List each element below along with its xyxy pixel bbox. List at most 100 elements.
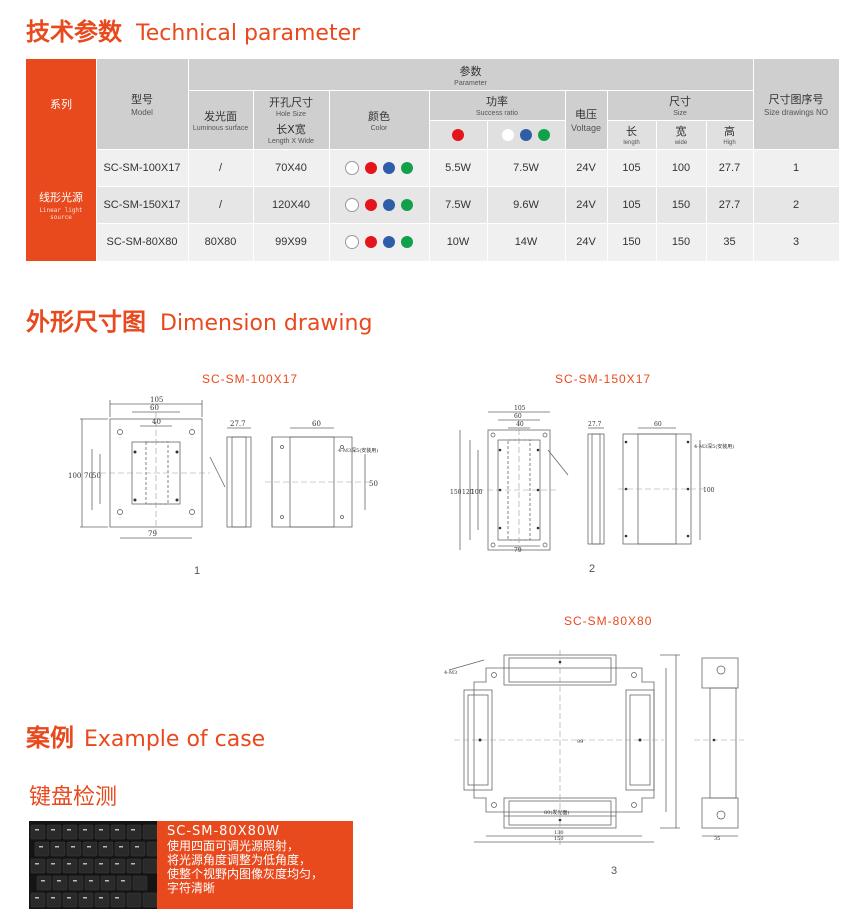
model-text: SC-SM-150X17 xyxy=(103,198,181,211)
dim-text: 120 xyxy=(462,489,474,496)
cell-wide: 100 xyxy=(656,149,706,186)
header-wide-en: wide xyxy=(674,140,688,146)
dim-text: 27.7 xyxy=(230,420,246,428)
power-red-text: 10W xyxy=(446,236,470,248)
cell-model: SC-SM-150X17 xyxy=(96,186,188,223)
cell-voltage: 24V xyxy=(565,186,607,223)
table-divider xyxy=(96,59,97,261)
header-series: 系列 xyxy=(26,59,96,149)
wide-text: 100 xyxy=(671,161,691,174)
blue-dot-icon xyxy=(383,236,395,248)
header-color-en: Color xyxy=(370,124,388,132)
table-divider xyxy=(487,120,488,261)
dim-text: 105 xyxy=(514,405,526,412)
header-hole-sub-en: Length X Wide xyxy=(268,138,314,145)
dim-text: 100 xyxy=(68,472,81,480)
hole-text: 120X40 xyxy=(272,198,310,211)
header-drawing-no: 尺寸图序号 Size drawings NO xyxy=(753,59,839,149)
cell-power-red: 10W xyxy=(429,223,487,261)
cell-colors xyxy=(329,149,429,186)
cell-colors xyxy=(329,186,429,223)
hole-text: 99X99 xyxy=(275,236,307,248)
white-dot-icon xyxy=(345,197,359,212)
header-hole-size: 开孔尺寸 Hole Size 长X宽 Length X Wide xyxy=(253,90,329,149)
header-parameter-en: Parameter xyxy=(454,79,487,87)
dim-text: 100 xyxy=(703,487,715,494)
green-dot-icon xyxy=(401,161,413,174)
table-divider xyxy=(429,90,430,261)
section-title-cn: 技术参数 xyxy=(26,18,122,46)
header-size-cn: 尺寸 xyxy=(669,95,691,108)
header-power-wbg xyxy=(487,120,565,149)
header-length-en: length xyxy=(623,140,640,146)
case-line: 使整个视野内图像灰度均匀， xyxy=(167,867,324,881)
cell-hole: 120X40 xyxy=(253,186,329,223)
dim-text: 99 xyxy=(577,739,583,745)
table-divider xyxy=(96,149,839,150)
cell-length: 150 xyxy=(607,223,656,261)
cell-wide: 150 xyxy=(656,223,706,261)
case-line: 字符清晰 xyxy=(167,881,216,895)
header-voltage: 电压 Voltage xyxy=(565,90,607,149)
header-size-length: 长 length xyxy=(607,120,656,149)
voltage-text: 24V xyxy=(576,236,596,248)
dim-text: 130 xyxy=(554,830,564,836)
blue-dot-icon xyxy=(383,198,395,211)
drawing-3-number: 3 xyxy=(611,865,618,877)
header-hole-sub-cn: 长X宽 xyxy=(276,123,306,136)
table-divider xyxy=(329,90,330,261)
power-other-text: 9.6W xyxy=(513,198,539,211)
section-title-en: Technical parameter xyxy=(136,21,361,46)
red-dot-icon xyxy=(365,198,377,211)
dim-text: 35 xyxy=(714,836,720,842)
dimension-drawing-3: 4-M3 99 80(发光面) 130 150 35 xyxy=(444,650,744,845)
table-divider xyxy=(753,59,754,261)
power-red-text: 5.5W xyxy=(445,161,471,174)
dim-text: 150 xyxy=(554,836,564,842)
luminous-text: 80X80 xyxy=(204,236,237,248)
cell-voltage: 24V xyxy=(565,223,607,261)
power-other-text: 14W xyxy=(514,236,538,248)
section-title-en: Dimension drawing xyxy=(160,311,373,336)
dim-text: 50 xyxy=(92,472,101,480)
cell-high: 35 xyxy=(706,223,753,261)
case-model: SC-SM-80X80W xyxy=(167,824,281,839)
dimension-drawing-1: 105 60 40 100 70 50 79 27.7 60 50 4-M3深5… xyxy=(68,396,378,539)
dim-text: 150 xyxy=(450,489,462,496)
luminous-text: / xyxy=(218,198,223,211)
header-hole-en: Hole Size xyxy=(276,111,306,118)
drawing-2-number: 2 xyxy=(589,563,596,575)
parameter-table: 系列 型号 Model 参数 Parameter 尺寸图序号 Size draw… xyxy=(26,59,839,261)
cell-voltage: 24V xyxy=(565,149,607,186)
header-luminous-en: Luminous surface xyxy=(192,124,249,132)
length-text: 105 xyxy=(622,161,641,174)
case-line: 使用四面可调光源照射， xyxy=(167,839,300,853)
cell-luminous: / xyxy=(188,149,253,186)
power-red-text: 7.5W xyxy=(445,198,471,211)
header-length-cn: 长 xyxy=(626,125,637,138)
header-parameter: 参数 Parameter xyxy=(188,59,753,90)
section-title-en: Example of case xyxy=(84,727,266,752)
high-text: 27.7 xyxy=(718,198,741,211)
table-divider xyxy=(429,120,565,121)
cell-high: 27.7 xyxy=(706,186,753,223)
power-other-text: 7.5W xyxy=(513,161,539,174)
series-name-cell: 线形光源 Linear light source xyxy=(26,149,96,261)
cell-hole: 99X99 xyxy=(253,223,329,261)
table-divider xyxy=(253,90,254,261)
dim-text: 60 xyxy=(654,421,662,428)
dim-text: 79 xyxy=(148,530,157,538)
high-text: 35 xyxy=(723,236,736,248)
cell-model: SC-SM-80X80 xyxy=(96,223,188,261)
cell-colors xyxy=(329,223,429,261)
header-power-en: Success ratio xyxy=(475,110,519,117)
keyboard-keys-graphic xyxy=(30,824,157,908)
red-dot-icon xyxy=(365,161,377,174)
cell-drawing-no: 2 xyxy=(753,186,839,223)
header-color: 颜色 Color xyxy=(329,90,429,149)
hole-text: 70X40 xyxy=(275,161,307,174)
cell-power-other: 9.6W xyxy=(487,186,565,223)
case-description: SC-SM-80X80W 使用四面可调光源照射， 将光源角度调整为低角度， 使整… xyxy=(157,821,353,909)
white-dot-icon xyxy=(502,128,514,141)
header-model: 型号 Model xyxy=(96,59,188,149)
